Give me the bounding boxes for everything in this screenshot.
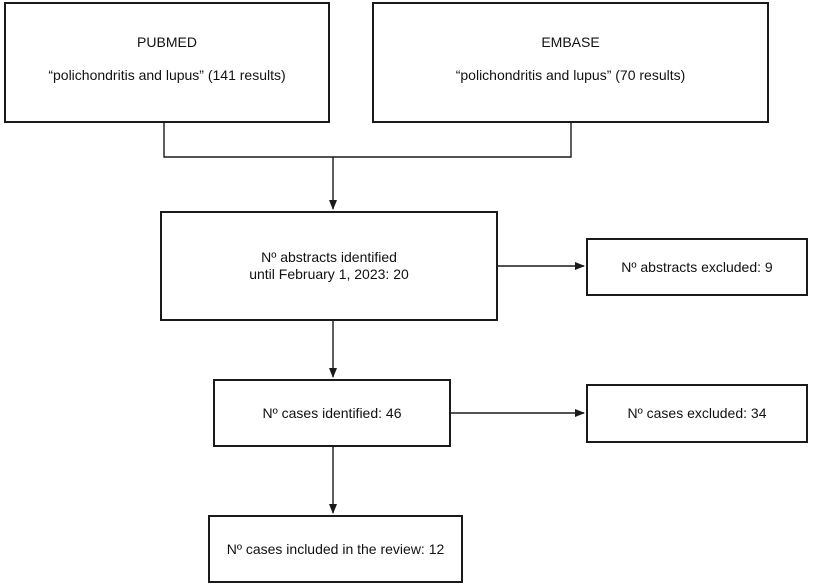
cases-included-text: Nº cases included in the review: 12 xyxy=(226,540,445,557)
abstracts-identified-line2: until February 1, 2023: 20 xyxy=(249,266,409,282)
pubmed-title: PUBMED xyxy=(137,34,197,50)
abstracts-identified-line1: Nº abstracts identified xyxy=(261,249,397,265)
embase-source-box: EMBASE “polichondritis and lupus” (70 re… xyxy=(372,2,769,123)
cases-excluded-box: Nº cases excluded: 34 xyxy=(586,384,808,443)
pubmed-source-box: PUBMED “polichondritis and lupus” (141 r… xyxy=(4,2,330,123)
pubmed-query: “polichondritis and lupus” (141 results) xyxy=(48,67,286,83)
abstracts-excluded-box: Nº abstracts excluded: 9 xyxy=(586,238,808,296)
cases-excluded-text: Nº cases excluded: 34 xyxy=(627,405,767,421)
embase-query: “polichondritis and lupus” (70 results) xyxy=(455,67,686,83)
cases-identified-box: Nº cases identified: 46 xyxy=(213,379,451,447)
merge-bracket xyxy=(163,123,572,158)
cases-identified-text: Nº cases identified: 46 xyxy=(262,404,402,421)
cases-included-box: Nº cases included in the review: 12 xyxy=(208,515,463,583)
abstracts-identified-box: Nº abstracts identified until February 1… xyxy=(160,211,498,321)
embase-title: EMBASE xyxy=(541,34,600,50)
abstracts-excluded-text: Nº abstracts excluded: 9 xyxy=(621,258,773,275)
